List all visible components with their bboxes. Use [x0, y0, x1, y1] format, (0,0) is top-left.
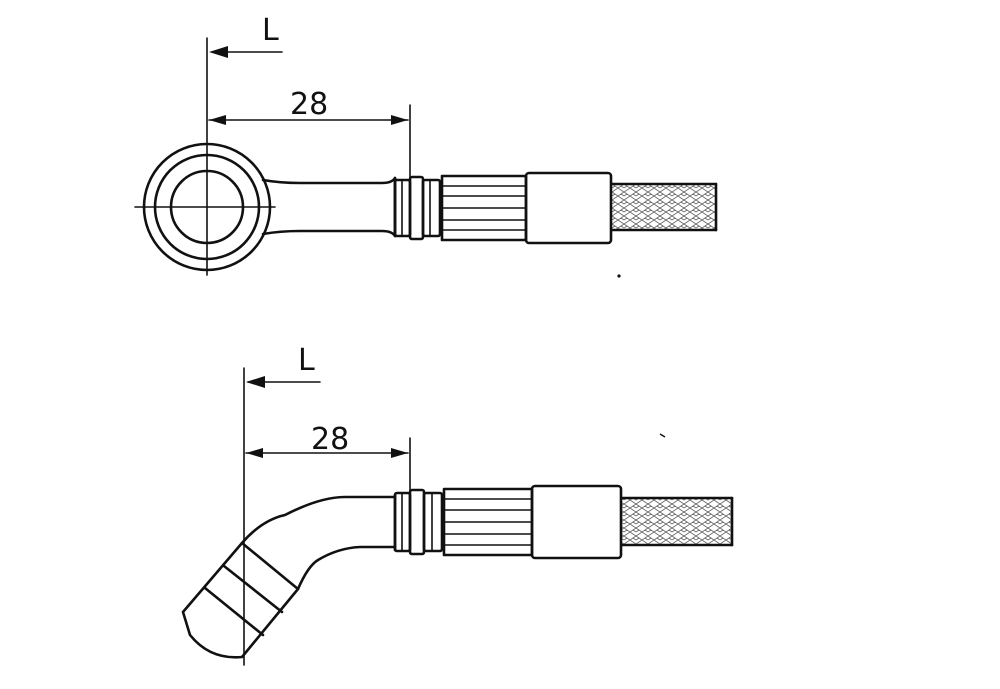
angled-ferrule [530, 484, 623, 560]
angled-l-label: L [298, 343, 315, 378]
angled-banjo-fitting: L 28 [181, 343, 734, 666]
angled-dim-arrow-left [246, 448, 263, 458]
angled-neck-lower [296, 545, 397, 591]
straight-l-label: L [262, 13, 279, 48]
scan-speck [617, 274, 621, 278]
angled-dimension: L 28 [243, 343, 411, 666]
angled-braided-hose [620, 496, 734, 547]
straight-crimp-sleeve [440, 174, 528, 242]
angled-crimp-sleeve [442, 487, 534, 557]
scan-speck [659, 433, 666, 438]
straight-dimension: L 28 [206, 13, 411, 276]
angled-dimension-value: 28 [311, 422, 349, 457]
straight-dimension-value: 28 [290, 87, 328, 122]
straight-banjo-eye [134, 142, 276, 272]
angled-l-arrowhead [246, 376, 265, 388]
straight-neck [261, 176, 397, 238]
straight-braided-hose [610, 182, 718, 232]
angled-neck-upper [240, 495, 397, 545]
angled-collar [393, 488, 444, 556]
straight-ferrule [524, 171, 613, 245]
angled-dim-arrow-right [391, 448, 408, 458]
straight-collar [393, 175, 442, 241]
straight-dim-arrow-right [391, 115, 408, 125]
angled-banjo-head [181, 541, 300, 659]
straight-dim-arrow-left [209, 115, 226, 125]
straight-l-arrowhead [209, 46, 228, 58]
straight-banjo-fitting: L 28 [134, 13, 718, 276]
